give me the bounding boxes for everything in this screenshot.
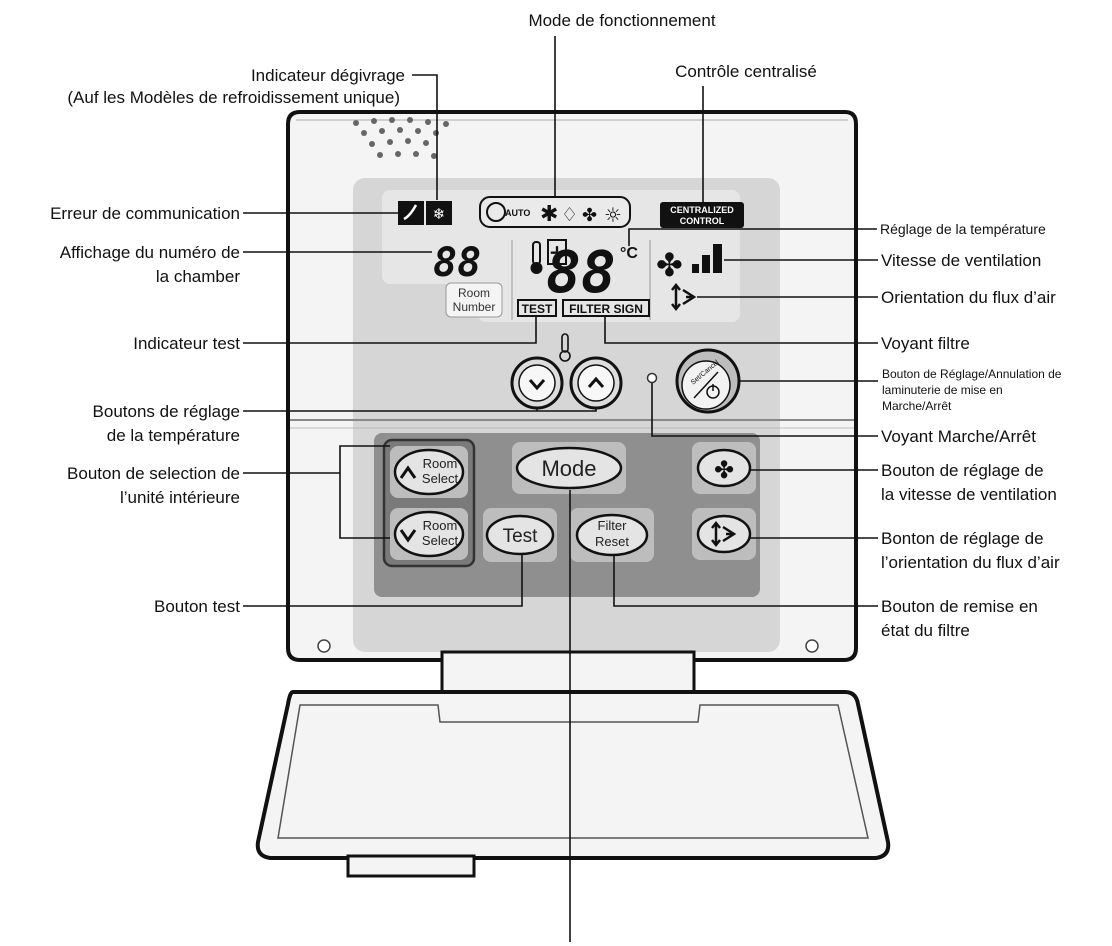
fan-speed-bar-1: [692, 264, 699, 273]
svg-text:Mode: Mode: [541, 456, 596, 481]
test-button[interactable]: Test: [483, 508, 557, 562]
svg-text:Room: Room: [423, 456, 458, 471]
svg-text:Room: Room: [423, 518, 458, 533]
label-boutons-reglage-temp-2: de la température: [107, 426, 240, 445]
label-voyant-filtre: Voyant filtre: [881, 334, 970, 353]
auto-mode-label: AUTO: [505, 208, 530, 218]
svg-text:CONTROL: CONTROL: [680, 216, 725, 226]
temperature-plus-box: [547, 239, 567, 265]
defrost-icon: [426, 201, 452, 225]
fan-speed-bar-2: [702, 255, 710, 273]
label-bonton-orientation-2: l’orientation du flux d’air: [881, 553, 1060, 572]
svg-text:Select: Select: [422, 471, 459, 486]
svg-text:CENTRALIZED: CENTRALIZED: [670, 205, 734, 215]
fan-speed-icon: ✤: [656, 246, 683, 284]
leader-lines: [243, 36, 878, 942]
label-boutons-reglage-temp-1: Boutons de réglage: [93, 402, 240, 421]
dry-mode-icon: ♢: [561, 204, 578, 226]
svg-text:Select: Select: [422, 533, 459, 548]
screw-hole-right: [805, 639, 819, 653]
svg-text:FILTER SIGN: FILTER SIGN: [569, 302, 643, 316]
fan-button-icon: ✤: [714, 456, 734, 484]
label-orientation-flux: Orientation du flux d’air: [881, 288, 1056, 307]
temperature-digits: 88: [546, 238, 616, 306]
label-indicateur-test: Indicateur test: [133, 334, 240, 353]
mode-icons-box: [479, 196, 631, 228]
svg-text:Test: Test: [503, 526, 539, 547]
room-number-label-box: [445, 282, 503, 318]
svg-text:+: +: [549, 240, 566, 264]
svg-text:Number: Number: [453, 300, 496, 314]
svg-text:TEST: TEST: [522, 302, 553, 316]
label-mode-de-fonctionnement: Mode de fonctionnement: [528, 11, 715, 30]
svg-text:Room: Room: [458, 286, 490, 300]
label-auf-modeles: (Auf les Modèles de refroidissement uniq…: [67, 88, 400, 107]
label-bouton-test: Bouton test: [154, 597, 240, 616]
label-bouton-reglage-annulation-3: Marche/Arrêt: [882, 399, 952, 413]
lcd-filter-sign-indicator: [562, 299, 650, 317]
temperature-up-button[interactable]: [569, 356, 623, 410]
label-bouton-reglage-annulation-2: laminuterie de mise en: [882, 383, 1003, 397]
temperature-down-button[interactable]: [510, 356, 564, 410]
centralized-control-badge: [660, 202, 744, 228]
filter-reset-button[interactable]: Filter Reset: [570, 508, 654, 562]
svg-text:Reset: Reset: [595, 534, 629, 549]
power-led: [646, 372, 658, 384]
fan-speed-bar-3: [713, 244, 722, 273]
label-bouton-remise-2: état du filtre: [881, 621, 970, 640]
label-bouton-selection-1: Bouton de selection de: [67, 464, 240, 483]
label-vitesse-ventilation: Vitesse de ventilation: [881, 251, 1041, 270]
fan-mode-icon: ✤: [582, 205, 597, 226]
celsius-unit: °C: [620, 245, 638, 262]
label-bouton-remise-1: Bouton de remise en: [881, 597, 1038, 616]
airflow-button-icon: [711, 520, 737, 548]
svg-text:Filter: Filter: [598, 518, 628, 533]
svg-text:❄: ❄: [433, 205, 446, 223]
airflow-button[interactable]: [692, 508, 756, 560]
airflow-direction-icon: [671, 282, 697, 312]
cover-tab: [346, 854, 476, 878]
label-affichage-numero-1: Affichage du numéro de: [60, 243, 240, 262]
label-bouton-selection-2: l’unité intérieure: [120, 488, 240, 507]
label-erreur-communication: Erreur de communication: [50, 204, 240, 223]
flip-cover: [255, 690, 891, 860]
fan-speed-button[interactable]: ✤: [692, 442, 756, 494]
mode-button[interactable]: Mode: [512, 442, 626, 494]
set-cancel-power-button[interactable]: Set/Cancel: [675, 348, 741, 414]
cool-mode-icon: ✱: [540, 202, 558, 227]
callout-labels: Mode de fonctionnement Indicateur dégivr…: [50, 11, 1062, 640]
room-number-digits: 88: [433, 240, 481, 286]
label-bonton-orientation-1: Bonton de réglage de: [881, 529, 1044, 548]
heat-mode-icon: ☼: [604, 203, 622, 227]
label-affichage-numero-2: la chamber: [156, 267, 240, 286]
label-indicateur-degivrage: Indicateur dégivrage: [251, 66, 405, 85]
room-select-up-button[interactable]: Room Select: [390, 446, 468, 498]
label-bouton-vitesse-1: Bouton de réglage de: [881, 461, 1044, 480]
panel-thermometer-icon: [559, 333, 571, 362]
label-voyant-marche-arret: Voyant Marche/Arrêt: [881, 427, 1036, 446]
label-bouton-vitesse-2: la vitesse de ventilation: [881, 485, 1057, 504]
room-select-down-button[interactable]: Room Select: [390, 508, 468, 560]
screw-hole-left: [317, 639, 331, 653]
label-bouton-reglage-annulation-1: Bouton de Réglage/Annulation de: [882, 367, 1062, 381]
lcd-test-indicator: [517, 299, 557, 317]
speaker-grille: [353, 117, 449, 159]
label-reglage-temperature: Réglage de la température: [880, 221, 1046, 237]
lcd-thermometer-icon: [530, 241, 543, 274]
label-controle-centralise: Contrôle centralisé: [675, 62, 817, 81]
